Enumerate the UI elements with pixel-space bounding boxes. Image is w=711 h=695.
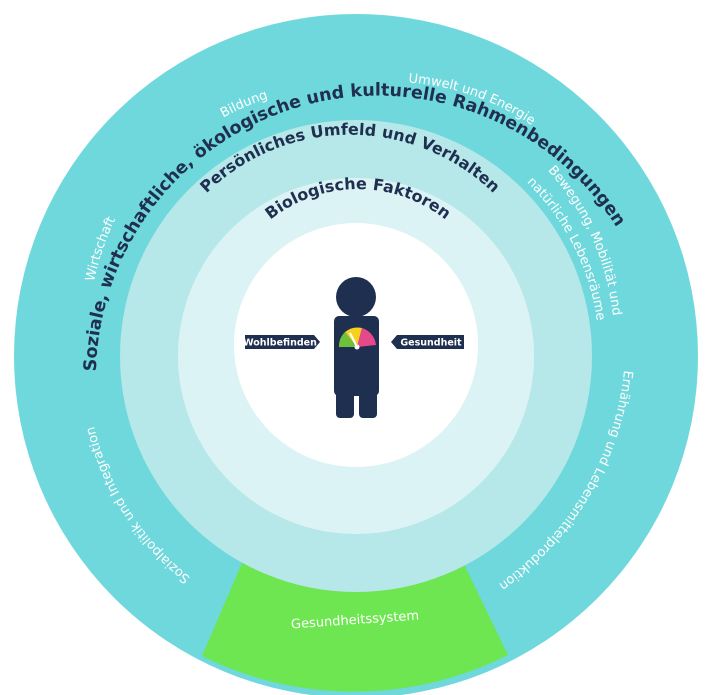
health-system-segment (202, 556, 508, 692)
wohlbefinden-label: Wohlbefinden (243, 338, 317, 349)
gesundheit-tag: Gesundheit (391, 335, 464, 349)
gauge-icon (338, 327, 376, 350)
gesundheit-label: Gesundheit (400, 338, 462, 349)
wohlbefinden-tag: Wohlbefinden (243, 335, 320, 349)
